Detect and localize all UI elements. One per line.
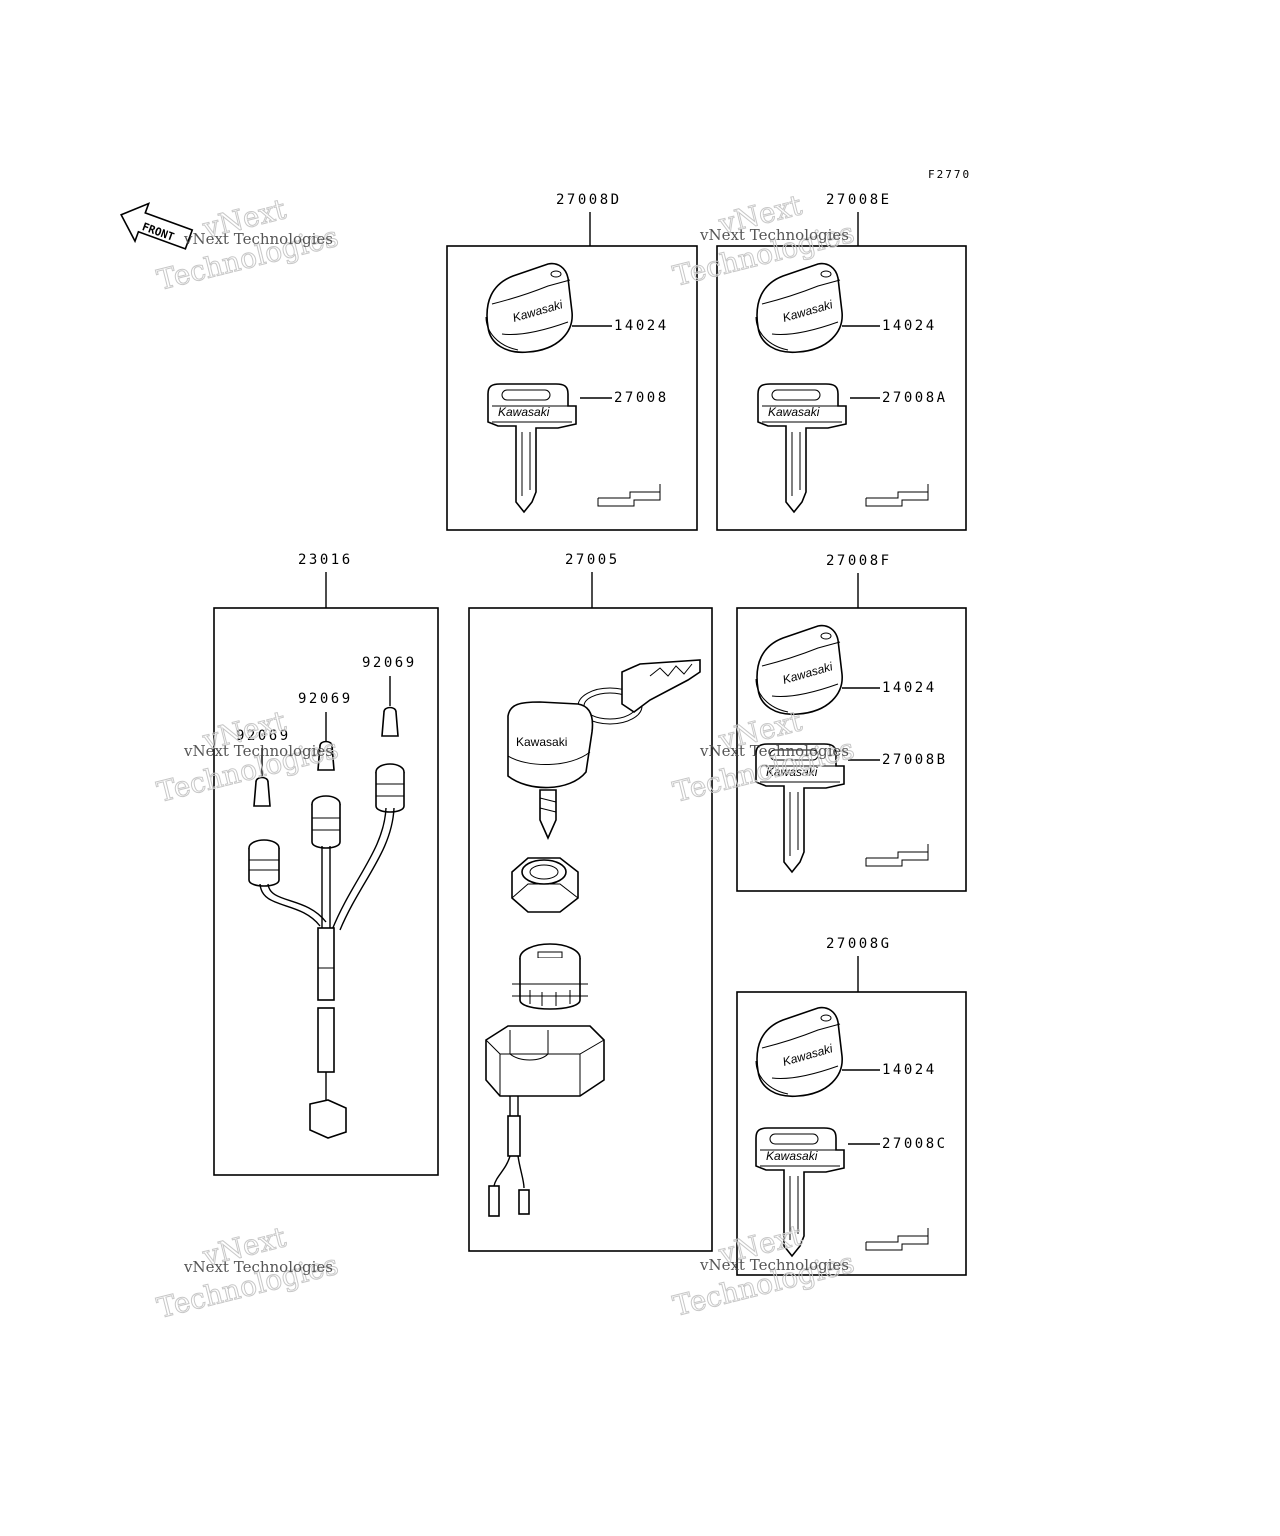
group-label: 27008D — [556, 192, 622, 208]
group-27008D: 27008D Kawasaki 14024 Kawasaki 27008 — [446, 192, 698, 531]
callout-label: 14024 — [882, 680, 937, 696]
group-frame — [736, 991, 967, 1276]
key-head-icon: Kawasaki — [507, 701, 594, 840]
brand-text: Kawasaki — [498, 405, 550, 419]
brand-text: Kawasaki — [766, 1149, 818, 1163]
key-ring-icon — [577, 659, 701, 725]
group-frame — [736, 607, 967, 892]
callout-label: 14024 — [882, 1062, 937, 1078]
group-label: 27008G — [826, 936, 892, 952]
group-frame — [213, 607, 439, 1176]
watermark: vNext Technologies vNext Technologies — [153, 704, 342, 810]
socket-icon — [375, 763, 405, 813]
watermark: vNext Technologies vNext Technologies — [153, 1220, 342, 1326]
group-label: 27008F — [826, 553, 892, 569]
watermark: vNext Technologies vNext Technologies — [669, 1218, 858, 1324]
group-27008G: 27008G Kawasaki 14024 Kawasaki 27008C — [736, 936, 967, 1276]
group-27005: 27005 Kawasaki — [468, 552, 713, 1252]
bulb-icon — [317, 740, 335, 771]
brand-text: Kawasaki — [516, 735, 567, 749]
brand-text: Kawasaki — [766, 765, 818, 779]
svg-text:vNext Technologies: vNext Technologies — [183, 230, 333, 248]
group-frame — [468, 607, 713, 1252]
group-frame — [446, 245, 698, 531]
group-27008F: 27008F Kawasaki 14024 Kawasaki 27008B — [736, 553, 967, 892]
socket-icon — [311, 795, 341, 849]
callout-label: 92069 — [298, 691, 353, 707]
front-arrow-icon: FRONT — [120, 202, 194, 250]
nut-icon — [511, 857, 579, 913]
group-23016: 23016 92069 92069 92069 — [213, 552, 439, 1176]
callout-label: 14024 — [614, 318, 669, 334]
callout-label: 27008B — [882, 752, 948, 768]
figure-code: F2770 — [928, 168, 971, 181]
group-frame — [716, 245, 967, 531]
group-label: 27008E — [826, 192, 892, 208]
watermark: vNext Technologies vNext Technologies — [669, 704, 858, 810]
ignition-switch-icon — [485, 943, 605, 1097]
connector-icon — [309, 1099, 347, 1139]
callout-label: 92069 — [236, 728, 291, 744]
svg-text:vNext Technologies: vNext Technologies — [699, 226, 849, 244]
svg-text:vNext Technologies: vNext Technologies — [183, 742, 333, 760]
brand-text: Kawasaki — [768, 405, 820, 419]
bulb-icon — [253, 776, 271, 807]
callout-label: 92069 — [362, 655, 417, 671]
callout-label: 27008 — [614, 390, 669, 406]
group-27008E: 27008E Kawasaki 14024 Kawasaki 27008A — [716, 192, 967, 531]
svg-text:vNext Technologies: vNext Technologies — [699, 742, 849, 760]
group-label: 23016 — [298, 552, 353, 568]
callout-label: 27008C — [882, 1136, 948, 1152]
callout-label: 14024 — [882, 318, 937, 334]
group-label: 27005 — [565, 552, 620, 568]
watermark: vNext Technologies vNext Technologies — [669, 188, 858, 294]
socket-icon — [248, 839, 280, 887]
svg-text:vNext Technologies: vNext Technologies — [699, 1256, 849, 1274]
svg-text:vNext Technologies: vNext Technologies — [183, 1258, 333, 1276]
callout-label: 27008A — [882, 390, 948, 406]
bulb-icon — [381, 706, 399, 737]
